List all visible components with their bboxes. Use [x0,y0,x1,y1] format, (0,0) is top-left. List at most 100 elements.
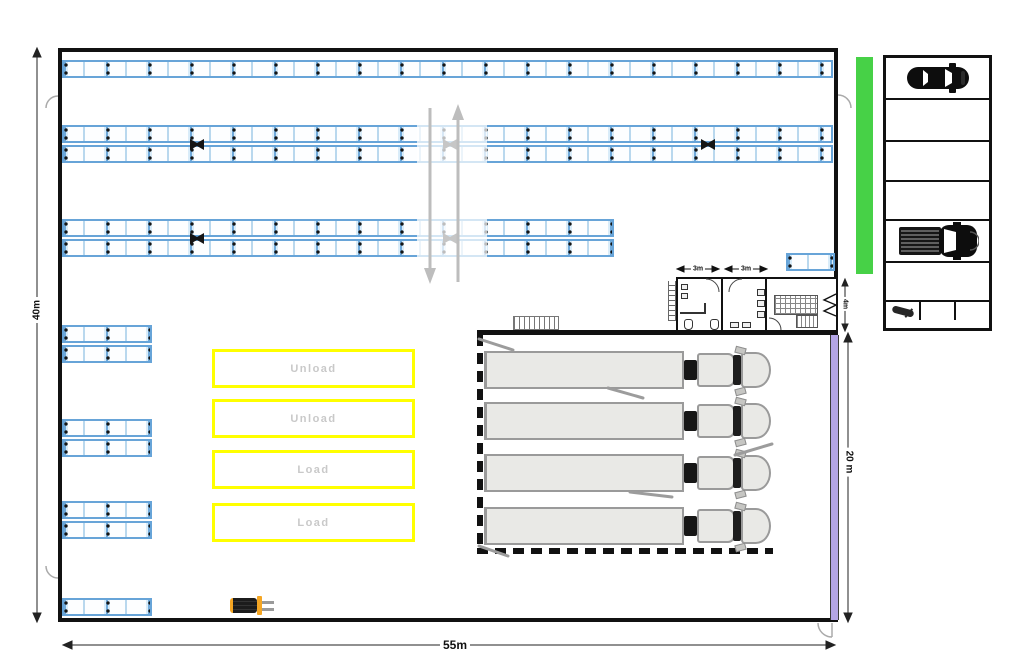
height-dimension-label: 40m [31,296,43,324]
truck-mirror [734,345,747,356]
zone-label: Load [297,463,330,476]
rack-row [62,598,152,616]
parking-stall [886,98,989,140]
rack-row [62,419,152,437]
parking-lot [883,55,992,331]
parking-stall [886,300,989,320]
forklift-fork [262,601,274,604]
toilet-icon [710,319,719,330]
pallet-rack [62,60,833,78]
office-restroom-block [676,277,838,332]
semi-truck [484,396,774,448]
width-dimension-label: 55m [439,638,471,652]
parking-stall [886,261,989,300]
zone-unload-1: Unload [212,349,415,388]
dock-dashed-boundary-left [477,335,483,554]
truck-mirror [734,386,747,397]
parking-stall [886,180,989,219]
dock-stairs [513,316,559,330]
restroom2-width-label: 3m [738,265,754,273]
truck-coupler [684,360,697,380]
dock-wall [477,330,838,335]
parking-cell [919,302,954,320]
zone-label: Unload [290,412,337,425]
truck-mirror [734,501,747,512]
forklift-body [230,598,257,613]
parking-cell [954,302,989,320]
truck-trailer [484,402,684,440]
pallet-rack [786,253,835,271]
pickup-truck-top-view-icon [898,222,979,260]
pallet-rack [62,501,152,539]
forklift-mast [257,596,262,615]
pallet-rack [62,325,152,363]
truck-coupler [684,516,697,536]
semi-truck [484,501,774,553]
green-strip [856,57,873,274]
rack-row [62,521,152,539]
truck-windshield [733,355,741,385]
parking-stall [886,219,989,261]
parking-stall [886,58,989,98]
truck-mirror [734,489,747,500]
truck-mirror [734,437,747,448]
truck-trailer [484,507,684,545]
motorcycle-top-view-icon [890,304,915,318]
office-table-grid [774,295,818,315]
rack-connector [443,233,457,244]
truck-windshield [733,458,741,488]
truck-cab [697,509,735,543]
zone-load-1: Load [212,450,415,489]
rack-connector [443,139,457,150]
semi-truck [484,448,774,500]
truck-hood [741,403,771,439]
office-depth-label: 4m [841,296,849,312]
zone-unload-2: Unload [212,399,415,438]
truck-cab [697,353,735,387]
truck-mirror [734,396,747,407]
sink-icon [681,293,688,299]
rack-row [62,345,152,363]
rack-row [786,253,835,271]
office-ladder-strip [668,281,676,321]
truck-hood [741,352,771,388]
rack-connector [190,233,204,244]
urinal-icon [757,289,765,296]
restroom-partition [680,312,705,314]
truck-hood [741,508,771,544]
sink-icon [742,322,751,328]
zone-label: Unload [290,362,337,375]
dock-purple-strip [830,335,839,620]
truck-mirror [734,448,747,459]
pallet-rack [62,598,152,616]
restroom-partition [704,303,706,314]
truck-mirror [734,542,747,553]
office-wall [721,279,723,330]
sink-icon [730,322,739,328]
semi-truck [484,345,774,397]
sink-icon [681,284,688,290]
dock-dashed-boundary-bottom [477,548,773,554]
zone-label: Load [297,516,330,529]
restroom1-width-label: 3m [690,265,706,273]
truck-windshield [733,406,741,436]
pallet-rack [62,419,152,457]
dock-depth-dimension-label: 20 m [843,447,855,477]
truck-windshield [733,511,741,541]
office-stairs-grid [796,315,818,328]
urinal-icon [757,300,765,307]
truck-coupler [684,463,697,483]
rack-connector [190,139,204,150]
truck-trailer [484,351,684,389]
truck-cab [697,456,735,490]
toilet-icon [684,319,693,330]
truck-coupler [684,411,697,431]
forklift-fork [262,608,274,611]
truck-hood [741,455,771,491]
rack-row [62,60,833,78]
rack-connector [701,139,715,150]
car-top-view-icon [906,63,969,93]
